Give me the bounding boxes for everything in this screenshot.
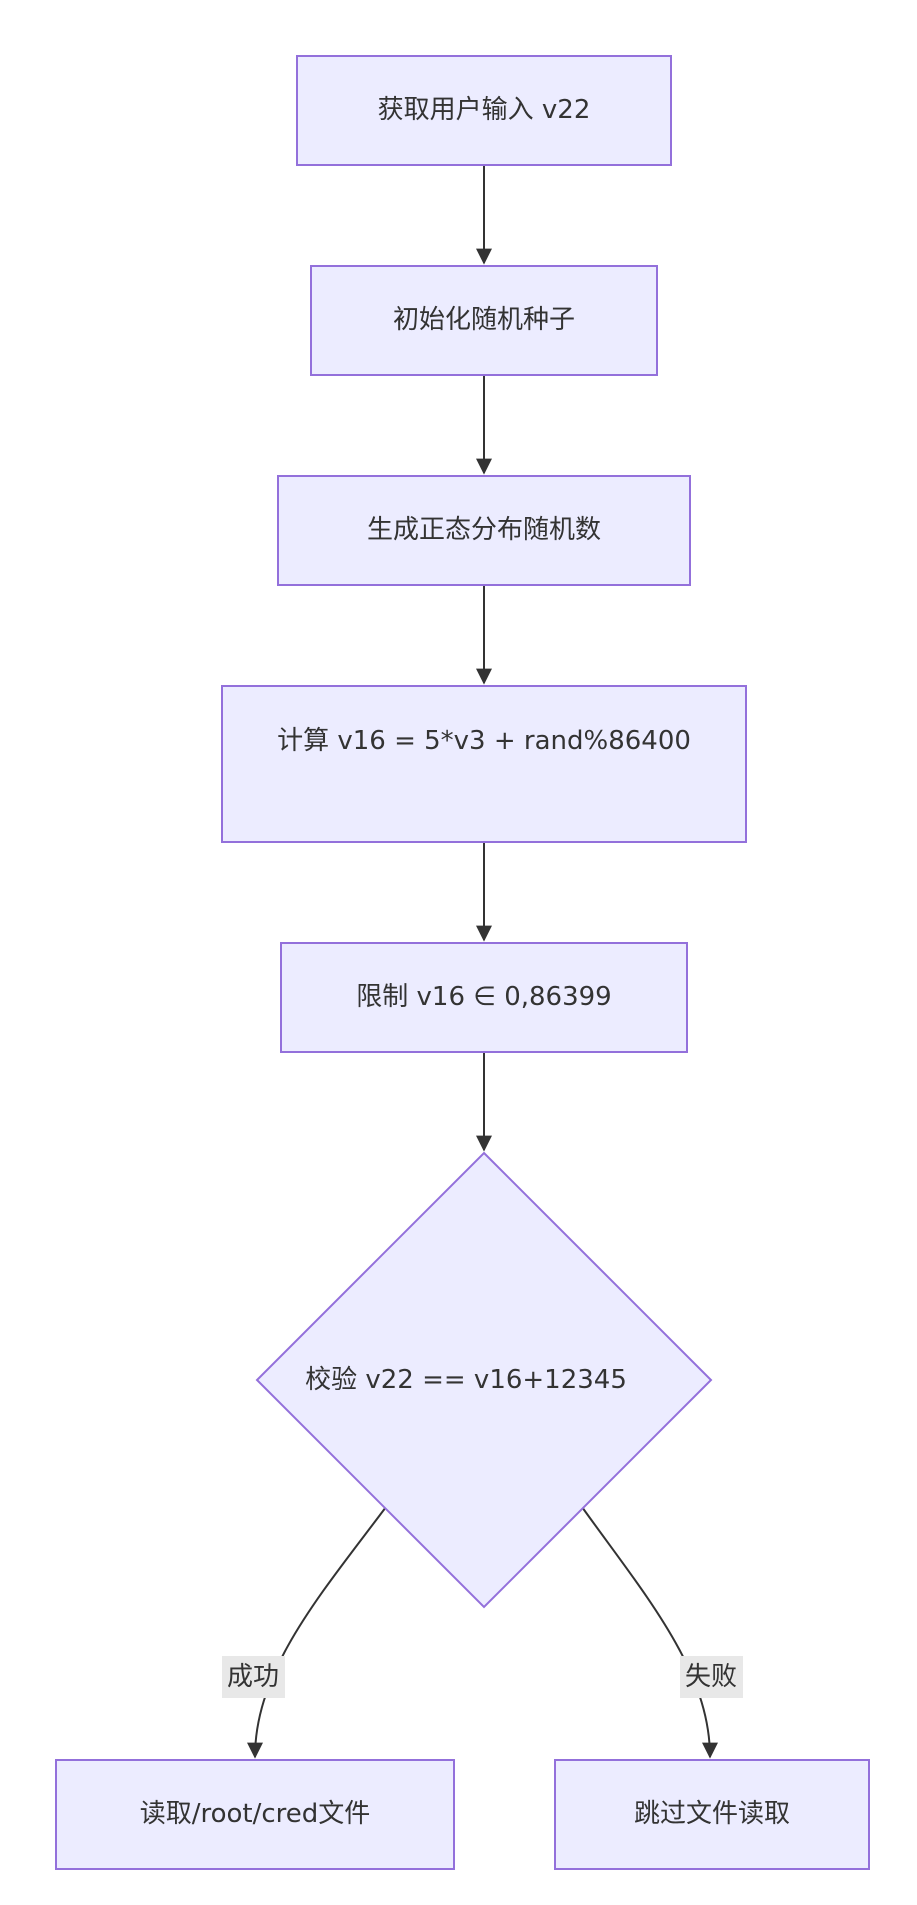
node-skip-label: 跳过文件读取: [634, 1799, 790, 1829]
node-read: 读取/root/cred文件: [55, 1759, 455, 1870]
node-check-decision: 校验 v22 == v16+12345: [255, 1151, 713, 1609]
node-read-label: 读取/root/cred文件: [140, 1799, 371, 1829]
node-input: 获取用户输入 v22: [296, 55, 672, 166]
node-seed: 初始化随机种子: [310, 265, 658, 376]
node-clamp: 限制 v16 ∈ 0,86399: [280, 942, 688, 1053]
node-clamp-label: 限制 v16 ∈ 0,86399: [356, 982, 611, 1012]
node-seed-label: 初始化随机种子: [393, 305, 575, 335]
node-gen: 生成正态分布随机数: [277, 475, 691, 586]
edge-label-success: 成功: [222, 1656, 285, 1698]
edge-label-fail-text: 失败: [685, 1662, 737, 1692]
edge-check-to-read: [247, 1506, 387, 1759]
node-skip: 跳过文件读取: [554, 1759, 870, 1870]
node-input-label: 获取用户输入 v22: [378, 95, 591, 125]
node-calc-label: 计算 v16 = 5*v3 + rand%86400: [277, 726, 691, 756]
edge-label-fail: 失败: [680, 1656, 743, 1698]
edges: [247, 165, 718, 1759]
edge-check-to-skip: [581, 1506, 718, 1759]
node-check-label: 校验 v22 == v16+12345: [305, 1365, 627, 1395]
node-calc: 计算 v16 = 5*v3 + rand%86400: [221, 685, 747, 843]
edge-label-success-text: 成功: [227, 1662, 279, 1692]
node-gen-label: 生成正态分布随机数: [367, 515, 601, 545]
